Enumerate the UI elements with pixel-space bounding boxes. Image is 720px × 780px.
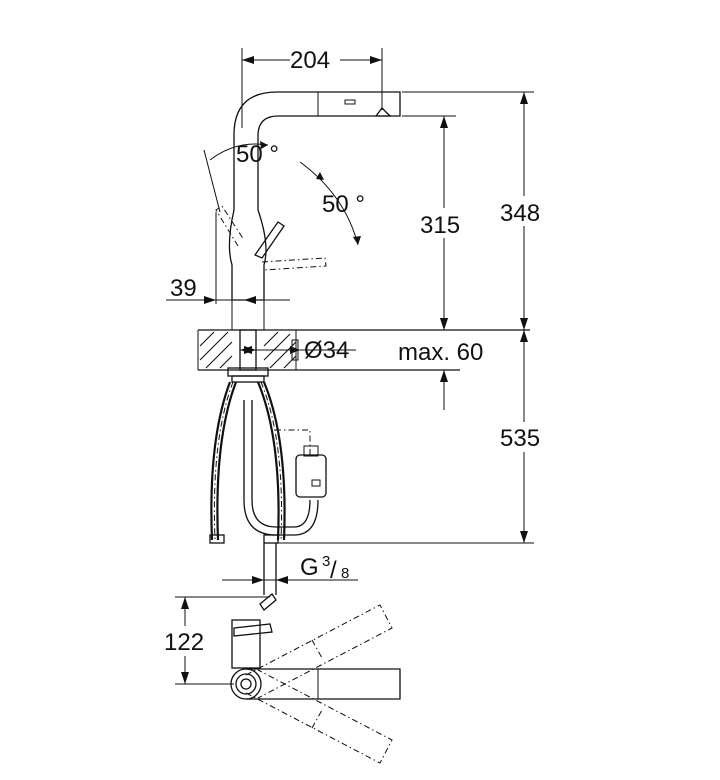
thread-denominator: 8 — [341, 565, 349, 582]
faucet-body — [215, 91, 401, 330]
total-height-label: 348 — [500, 200, 540, 227]
hole-diameter-label: Ø34 — [304, 337, 349, 364]
swivel-angle-right-label: 50 ° — [322, 191, 365, 218]
deck-thickness-label: max. 60 — [398, 339, 483, 366]
swivel-angle-left-label: 50 ° — [236, 141, 279, 168]
dim-spout-reach: 204 — [241, 46, 383, 128]
hose-length-label: 535 — [500, 425, 540, 452]
dim-hose-length: 535 — [278, 330, 550, 544]
top-view: 122 — [162, 593, 401, 764]
spout-reach-label: 204 — [290, 47, 330, 74]
top-view-depth-label: 122 — [164, 629, 204, 656]
dim-total-height: 348 — [402, 91, 550, 330]
thread-letter: G — [300, 554, 319, 581]
dim-deck-thickness: max. 60 — [398, 318, 483, 410]
dim-connection-thread: G 3 / 8 — [222, 553, 358, 584]
dim-hole-diameter: Ø34 — [240, 337, 356, 364]
handle-offset-label: 39 — [170, 275, 197, 302]
thread-numerator: 3 — [322, 553, 330, 570]
supply-hoses — [209, 381, 327, 595]
dim-handle-offset: 39 — [166, 212, 290, 304]
spout-height-label: 315 — [420, 212, 460, 239]
dim-spout-height: 315 — [402, 115, 470, 330]
swivel-angle-marks — [203, 141, 361, 246]
thread-slash: / — [330, 557, 337, 584]
countertop-section — [197, 329, 530, 383]
